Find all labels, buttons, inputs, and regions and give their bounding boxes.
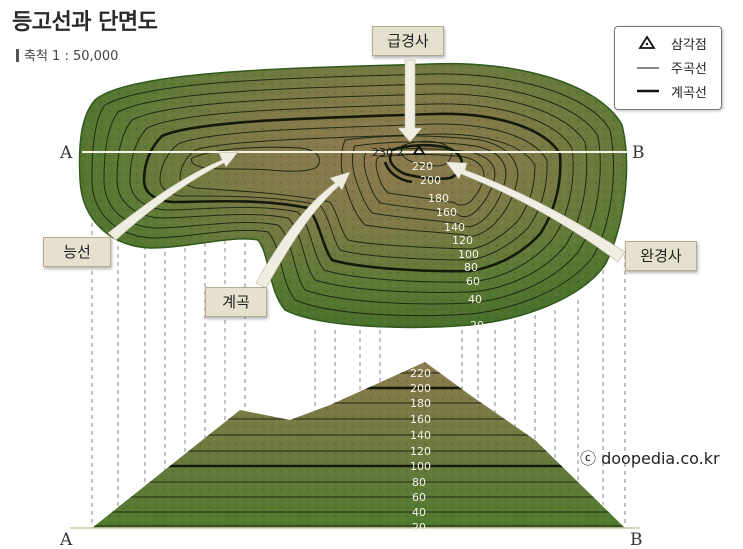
profile-level-label: 40 — [412, 506, 426, 519]
ridge-callout: 능선 — [43, 237, 111, 267]
profile-level-labels: 220 200 180 160 140 120 100 80 60 40 20 — [410, 367, 431, 534]
projection-lines — [91, 215, 626, 528]
map-contour-label: 40 — [468, 293, 482, 306]
page-title: 등고선과 단면도 — [12, 10, 158, 35]
profile-level-label: 160 — [410, 413, 431, 426]
map-contour-label: 200 — [420, 174, 441, 187]
valley-callout: 계곡 — [205, 287, 267, 317]
profile-level-label: 80 — [412, 476, 426, 489]
legend: 삼각점 주곡선 계곡선 — [614, 26, 722, 110]
profile-level-label: 220 — [410, 367, 431, 380]
map-contour-label: 100 — [458, 248, 479, 261]
gentle-arrow — [445, 161, 626, 263]
map-contour-label: 220 — [412, 160, 433, 173]
profile-level-label: 180 — [410, 397, 431, 410]
profile-level-label: 120 — [410, 445, 431, 458]
scale-label: 축척 1 : 50,000 — [16, 45, 118, 64]
map-contour-label: 160 — [436, 206, 457, 219]
map-contour-label: 20 — [470, 319, 484, 332]
legend-label: 주곡선 — [671, 62, 707, 77]
map-contour-label: 120 — [452, 234, 473, 247]
profile-start-label: A — [59, 530, 73, 549]
ridge-arrow — [107, 151, 239, 241]
steep-arrow — [397, 59, 423, 143]
profile-level-label: 60 — [412, 491, 426, 504]
profile-level-label: 200 — [410, 382, 431, 395]
legend-label: 삼각점 — [671, 38, 707, 53]
triangle-icon — [638, 35, 656, 49]
profile-level-label: 140 — [410, 429, 431, 442]
profile-end-label: B — [630, 530, 643, 549]
profile-level-label: 100 — [410, 460, 431, 473]
profile-level-label: 20 — [412, 521, 426, 534]
legend-symbols — [637, 35, 659, 93]
section-end-label: B — [632, 143, 645, 163]
map-contour-label: 180 — [428, 192, 449, 205]
triangulation-point-icon — [412, 144, 426, 155]
contour-map — [78, 62, 628, 329]
gentle-slope-callout: 완경사 — [625, 241, 697, 271]
callout-arrows — [107, 59, 626, 289]
map-contour-label: 140 — [444, 221, 465, 234]
map-contour-label: 60 — [466, 275, 480, 288]
peak-elevation-label: 230.2 — [372, 146, 404, 159]
scale-text: 축척 1 : 50,000 — [24, 49, 119, 64]
valley-arrow — [255, 171, 351, 289]
map-contour-labels: 230.2 220 200 180 160 140 120 100 80 60 … — [372, 146, 484, 332]
section-endpoints: A B A B — [59, 143, 645, 549]
legend-label: 계곡선 — [671, 86, 707, 101]
credit-text: ⓒ doopedia.co.kr — [580, 449, 720, 468]
section-start-label: A — [59, 143, 73, 163]
scale-bar-icon — [16, 49, 19, 62]
steep-slope-callout: 급경사 — [372, 26, 444, 56]
map-contour-label: 80 — [464, 261, 478, 274]
